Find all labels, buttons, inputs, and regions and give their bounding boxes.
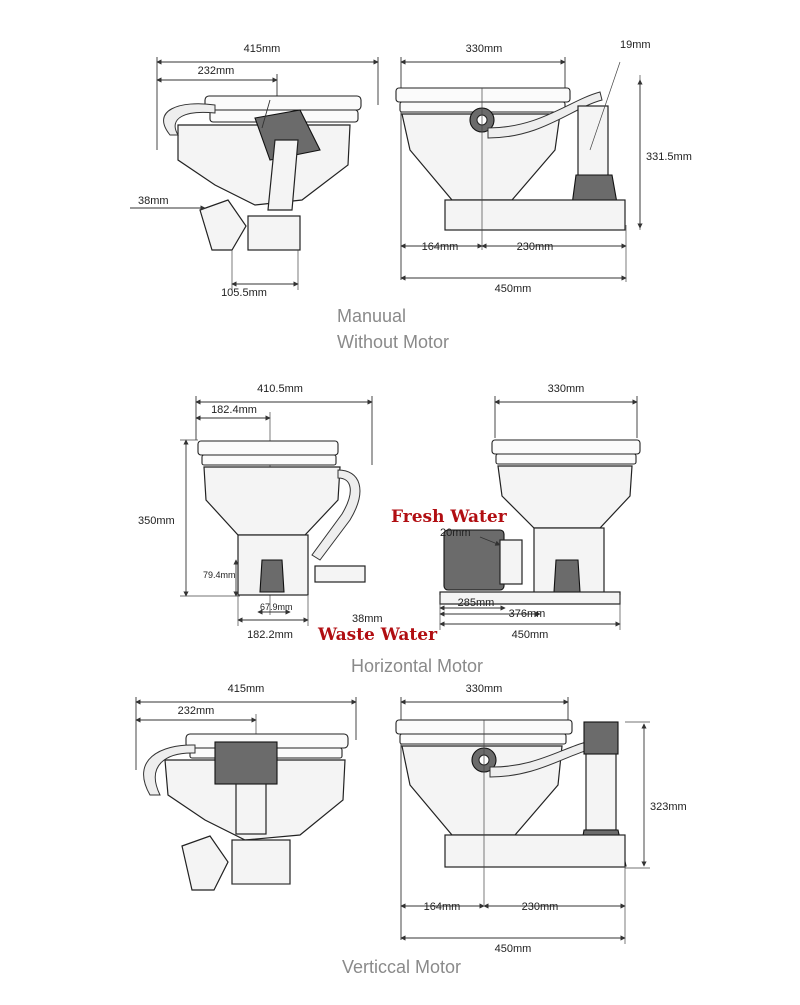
vertical-side-width: 415mm [228,683,265,695]
manual-side-handle-offset: 232mm [198,65,235,77]
vertical-caption: Verticcal Motor [342,957,461,977]
vertical-front-total-width: 450mm [495,943,532,955]
manual-side-view: 415mm 232mm 38mm 105.5mm [130,43,379,299]
manual-side-outlet: 38mm [138,195,169,207]
manual-front-left-offset: 164mm [422,241,459,253]
manual-side-base: 105.5mm [221,287,267,299]
horizontal-side-width: 410.5mm [257,383,303,395]
vertical-front-left-offset: 164mm [424,901,461,913]
horizontal-side-outlet: 38mm [352,613,383,625]
horizontal-side-outlet-center: 67.9mm [260,602,293,612]
vertical-front-height: 323mm [650,801,687,813]
horizontal-caption: Horizontal Motor [351,656,483,676]
horizontal-side-view: 410.5mm 182.4mm 350mm 79.4mm 67.9mm 182.… [138,383,383,641]
vertical-front-right-offset: 230mm [522,901,559,913]
manual-front-view: 330mm 19mm 331.5mm 164mm 230mm 450mm [395,39,692,295]
vertical-side-offset: 232mm [178,705,215,717]
horizontal-side-offset: 182.4mm [211,404,257,416]
manual-front-pump-tube: 19mm [620,39,651,51]
horizontal-side-height: 350mm [138,515,175,527]
waste-water-label: Waste Water [317,625,438,645]
horizontal-side-base: 182.2mm [247,629,293,641]
manual-front-total-width: 450mm [495,283,532,295]
manual-caption-line1: Manuual [337,306,406,326]
manual-front-right-offset: 230mm [517,241,554,253]
horizontal-front-total-width: 450mm [512,629,549,641]
manual-caption-line2: Without Motor [337,332,449,352]
fresh-water-label: Fresh Water [391,507,508,527]
horizontal-side-outlet-height: 79.4mm [203,570,236,580]
vertical-front-view: 330mm 323mm 164mm 230mm 450mm [395,683,687,955]
vertical-front-seat-width: 330mm [466,683,503,695]
horizontal-front-right-offset: 376mm [509,608,546,620]
horizontal-front-seat-width: 330mm [548,383,585,395]
manual-front-seat-width: 330mm [466,43,503,55]
manual-front-height: 331.5mm [646,151,692,163]
horizontal-front-left-offset: 285mm [458,597,495,609]
manual-side-width: 415mm [244,43,281,55]
horizontal-front-inlet: 20mm [440,527,471,539]
horizontal-front-view: 330mm 20mm 285mm 376mm 450mm [439,383,641,641]
vertical-side-view: 415mm 232mm [135,683,357,891]
